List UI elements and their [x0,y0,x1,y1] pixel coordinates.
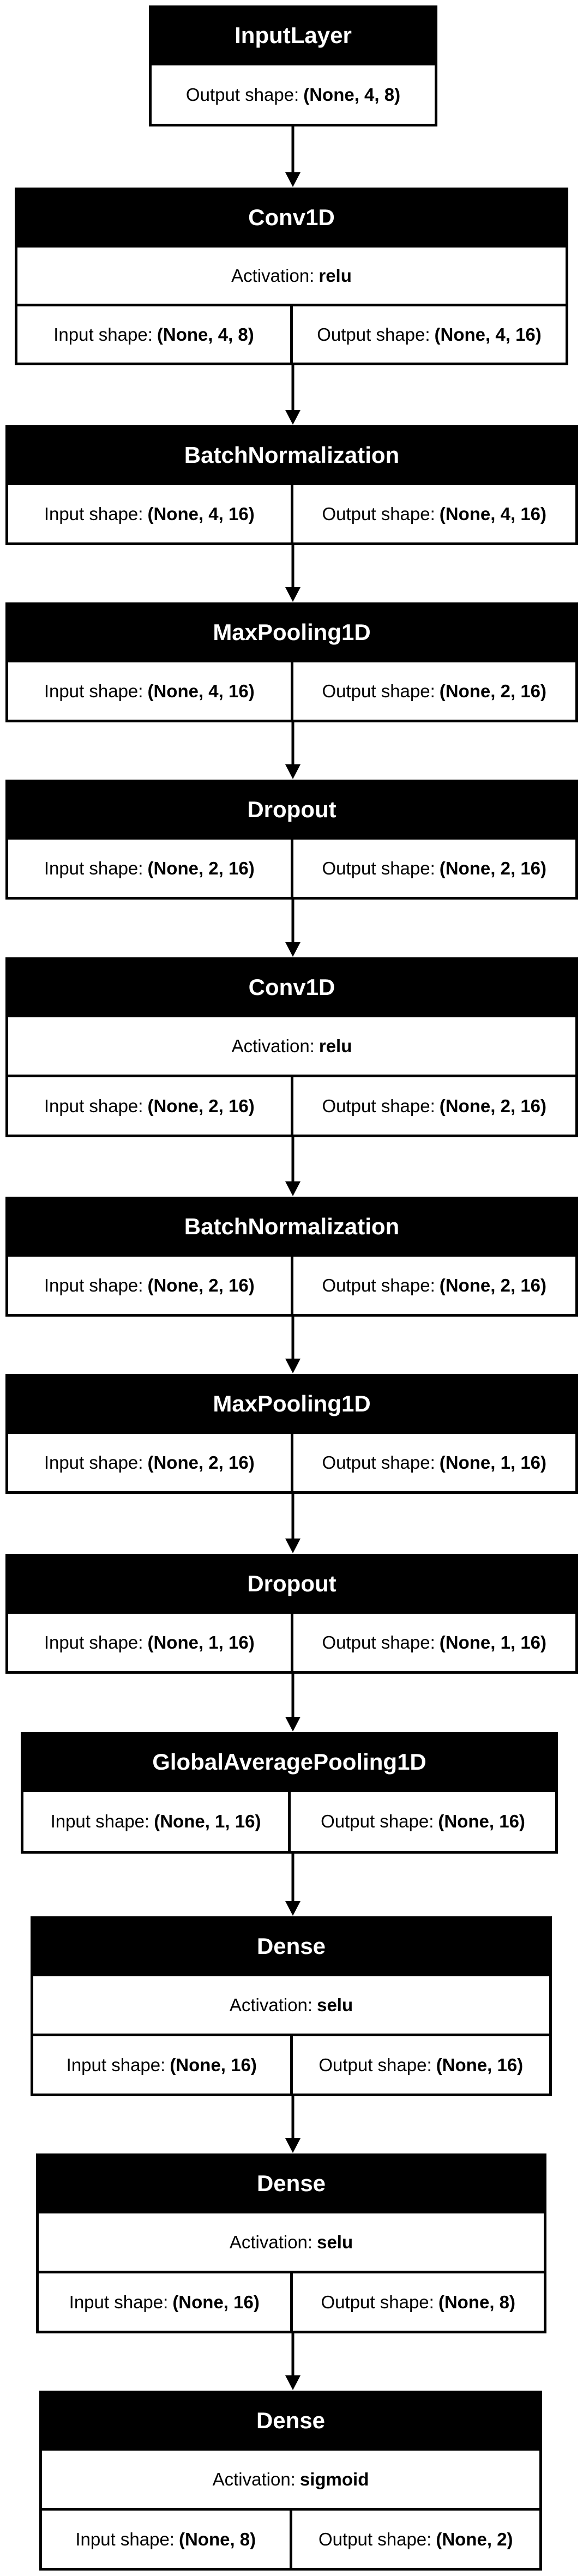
input-shape-cell: Input shape:(None, 16) [66,2054,257,2075]
arrow-head-icon [285,2375,300,2390]
output-shape-cell: Output shape:(None, 2, 16) [290,662,576,720]
activation-cell: Activation:relu [231,265,352,286]
arrow-head-icon [285,1181,300,1196]
node-dense-2: Dense Activation:selu Input shape:(None,… [36,2153,546,2333]
node-title: MaxPooling1D [8,605,575,660]
activation-cell: Activation:sigmoid [212,2469,369,2489]
node-title: Conv1D [17,190,566,245]
node-dense-3: Dense Activation:sigmoid Input shape:(No… [39,2391,542,2571]
activation-cell: Activation:selu [229,2231,353,2252]
input-shape-cell: Input shape:(None, 2, 16) [44,858,255,878]
node-input-layer: InputLayer Output shape:(None, 4, 8) [149,5,437,126]
input-shape-cell: Input shape:(None, 8) [75,2529,256,2549]
output-shape-cell: Output shape:(None, 4, 8) [185,84,401,105]
input-shape-cell: Input shape:(None, 2, 16) [44,1275,255,1295]
node-dropout-2: Dropout Input shape:(None, 1, 16) Output… [5,1554,578,1674]
node-title: BatchNormalization [8,428,575,482]
input-shape-cell: Input shape:(None, 4, 16) [44,503,255,524]
output-shape-cell: Output shape:(None, 2) [289,2511,540,2568]
arrow-head-icon [285,587,300,602]
output-shape-cell: Output shape:(None, 4, 16) [290,485,576,542]
output-shape-cell: Output shape:(None, 1, 16) [290,1434,576,1491]
node-batchnorm-1: BatchNormalization Input shape:(None, 4,… [5,425,578,545]
activation-cell: Activation:relu [231,1035,352,1056]
node-title: Dropout [8,782,575,837]
output-shape-cell: Output shape:(None, 2, 16) [290,1257,576,1314]
output-shape-cell: Output shape:(None, 1, 16) [290,1614,576,1671]
node-maxpool-1: MaxPooling1D Input shape:(None, 4, 16) O… [5,602,578,722]
input-shape-cell: Input shape:(None, 4, 16) [44,680,255,701]
output-shape-cell: Output shape:(None, 4, 16) [290,306,566,363]
arrow-head-icon [285,1539,300,1553]
node-title: GlobalAveragePooling1D [23,1735,555,1789]
node-title: Conv1D [8,960,575,1015]
node-title: InputLayer [152,8,435,63]
node-dropout-1: Dropout Input shape:(None, 2, 16) Output… [5,780,578,900]
node-batchnorm-2: BatchNormalization Input shape:(None, 2,… [5,1197,578,1317]
node-global-avg-pool: GlobalAveragePooling1D Input shape:(None… [21,1732,558,1854]
node-title: Dense [39,2156,544,2211]
input-shape-cell: Input shape:(None, 16) [69,2291,260,2312]
input-shape-cell: Input shape:(None, 1, 16) [44,1632,255,1652]
node-title: BatchNormalization [8,1199,575,1254]
node-title: MaxPooling1D [8,1377,575,1431]
output-shape-cell: Output shape:(None, 8) [290,2273,544,2331]
input-shape-cell: Input shape:(None, 4, 8) [53,324,254,345]
output-shape-cell: Output shape:(None, 2, 16) [290,1077,576,1135]
input-shape-cell: Input shape:(None, 1, 16) [50,1811,261,1831]
arrow-head-icon [285,410,300,425]
output-shape-cell: Output shape:(None, 16) [288,1792,555,1851]
node-title: Dense [33,1919,549,1974]
node-title: Dense [42,2393,539,2448]
output-shape-cell: Output shape:(None, 16) [290,2036,550,2094]
node-title: Dropout [8,1557,575,1611]
node-maxpool-2: MaxPooling1D Input shape:(None, 2, 16) O… [5,1374,578,1494]
input-shape-cell: Input shape:(None, 2, 16) [44,1095,255,1116]
arrow-head-icon [285,2138,300,2153]
arrow-head-icon [285,764,300,779]
activation-cell: Activation:selu [229,1994,353,2015]
output-shape-cell: Output shape:(None, 2, 16) [290,840,576,897]
arrow-head-icon [285,942,300,957]
node-conv1d-2: Conv1D Activation:relu Input shape:(None… [5,957,578,1137]
arrow-head-icon [285,1717,300,1732]
node-conv1d-1: Conv1D Activation:relu Input shape:(None… [15,188,568,365]
node-dense-1: Dense Activation:selu Input shape:(None,… [31,1916,552,2096]
arrow-head-icon [285,1901,300,1916]
input-shape-cell: Input shape:(None, 2, 16) [44,1452,255,1473]
arrow-head-icon [285,172,300,187]
arrow-head-icon [285,1359,300,1373]
